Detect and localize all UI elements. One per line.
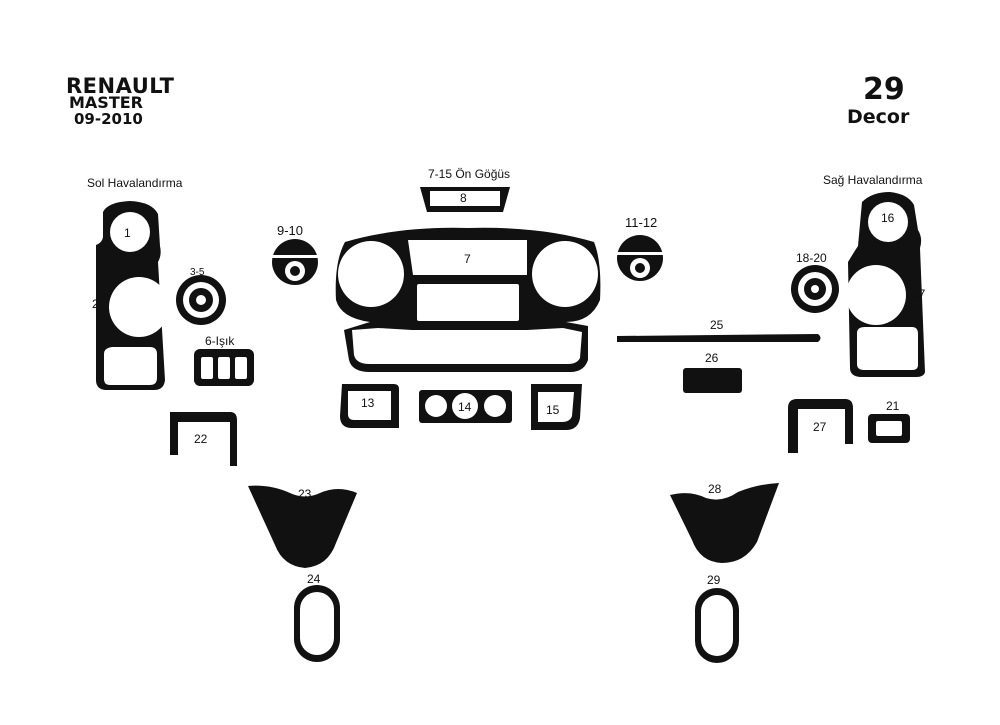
piece-number-2: 2 xyxy=(92,297,99,311)
piece-number-24: 24 xyxy=(307,572,321,586)
brand-title: RENAULT xyxy=(66,74,175,98)
trim-piece-22 xyxy=(170,412,237,466)
piece-number-7: 7 xyxy=(464,252,471,266)
piece-number-21: 21 xyxy=(886,399,900,413)
trim-piece-14 xyxy=(419,390,512,423)
piece-number-16: 16 xyxy=(881,211,895,225)
trim-strip-25 xyxy=(617,334,821,342)
piece-number-23-label: 23 xyxy=(298,487,312,501)
piece-number-25: 25 xyxy=(710,318,724,332)
knob-18-20 xyxy=(791,265,839,313)
piece-number-13: 13 xyxy=(361,396,375,410)
piece-number-14: 14 xyxy=(458,400,472,414)
range-label-11-12: 11-12 xyxy=(625,215,657,230)
range-label-18-20: 18-20 xyxy=(796,251,827,265)
piece-number-8: 8 xyxy=(460,191,467,205)
knob-3-5 xyxy=(176,275,226,325)
trim-piece-27 xyxy=(788,399,853,453)
trim-ring-24 xyxy=(294,585,340,662)
trim-ring-29 xyxy=(695,588,739,663)
range-label-9-10: 9-10 xyxy=(277,223,303,238)
piece-number-15: 15 xyxy=(546,403,560,417)
trim-piece-21 xyxy=(868,414,910,443)
piece-number-29: 29 xyxy=(707,573,721,587)
vent-knob-11-12 xyxy=(615,235,665,281)
trim-piece-13 xyxy=(340,384,399,428)
trim-piece-8 xyxy=(420,187,510,212)
piece-number-17: 17 xyxy=(912,287,926,301)
trim-piece-28 xyxy=(670,483,779,563)
piece-number-27: 27 xyxy=(813,420,827,434)
model-years: 09-2010 xyxy=(74,110,143,128)
trim-piece-23 xyxy=(248,485,357,568)
piece-count: 29 xyxy=(863,72,905,107)
left-vent-label: Sol Havalandırma xyxy=(87,176,183,190)
kit-type: Decor xyxy=(847,106,910,128)
trim-piece-26 xyxy=(683,368,742,393)
vent-knob-9-10 xyxy=(270,239,320,285)
piece-number-1: 1 xyxy=(124,226,131,240)
range-label-3-5: 3-5 xyxy=(190,267,205,278)
center-console-7 xyxy=(335,227,601,372)
left-vent-piece xyxy=(96,201,169,390)
right-vent-piece xyxy=(846,192,925,377)
front-console-label: 7-15 Ön Göğüs xyxy=(428,167,510,181)
right-vent-label: Sağ Havalandırma xyxy=(823,173,923,187)
light-switch-label: 6-Işık xyxy=(205,334,235,348)
light-switch-6 xyxy=(194,349,254,386)
model-title: MASTER xyxy=(69,93,143,112)
trim-piece-15 xyxy=(531,384,582,430)
piece-number-22: 22 xyxy=(194,432,208,446)
piece-number-26: 26 xyxy=(705,351,719,365)
piece-number-28: 28 xyxy=(708,482,722,496)
